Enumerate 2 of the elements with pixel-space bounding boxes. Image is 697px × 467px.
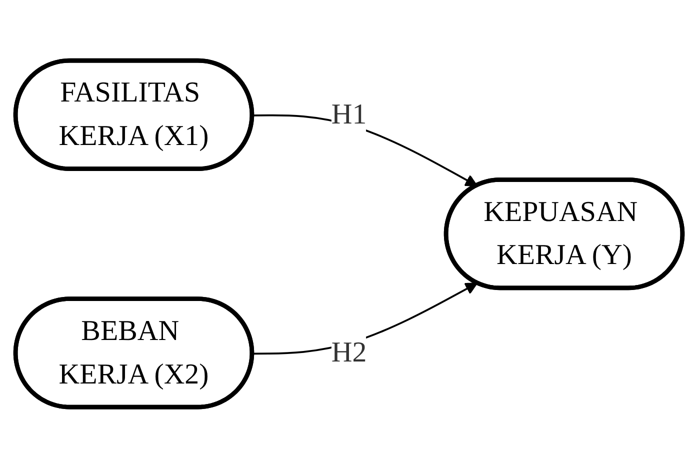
edge-label: H2 — [330, 336, 366, 368]
edge-label: H1 — [330, 98, 366, 130]
